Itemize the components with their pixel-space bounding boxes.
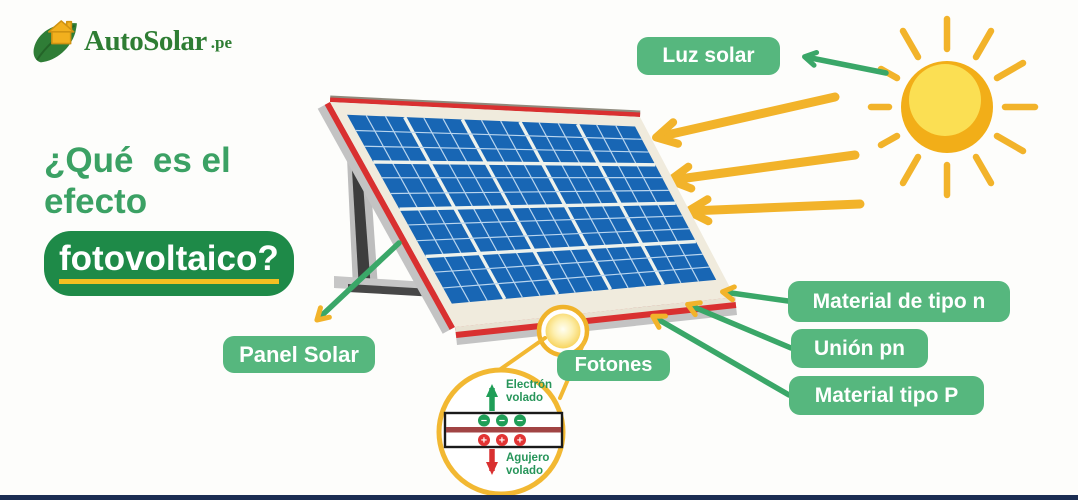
label-electron-volado: Electrón volado — [506, 379, 553, 404]
title-highlight-pill: fotovoltaico? — [44, 231, 294, 296]
brand-tld: .pe — [210, 33, 233, 52]
sun-icon — [867, 15, 1039, 199]
plus-icon: + — [517, 435, 523, 447]
solar-panel — [317, 95, 737, 345]
label-material-p: Material tipo P — [789, 376, 984, 415]
material-p-arrow — [650, 313, 792, 398]
panel-solar-arrow — [314, 240, 402, 323]
footer-bar — [0, 495, 1078, 500]
sunlight-arrows — [652, 92, 865, 226]
electron-charges: − − − — [478, 414, 526, 427]
material-n-arrow — [720, 284, 791, 304]
luz-solar-arrow — [802, 49, 889, 76]
label-agujero-volado: Agujero volado — [506, 452, 550, 477]
minus-icon: − — [517, 415, 523, 427]
label-panel-solar: Panel Solar — [223, 336, 375, 373]
minus-icon: − — [499, 415, 505, 427]
plus-icon: + — [481, 435, 487, 447]
label-union-pn: Unión pn — [791, 329, 928, 368]
pn-junction-band — [446, 427, 561, 433]
hole-charges: + + + — [478, 434, 526, 447]
callout-connectors — [314, 49, 889, 398]
leaf-house-icon — [33, 20, 77, 63]
page-title: ¿Qué es el efecto fotovoltaico? — [44, 140, 294, 296]
pn-junction-inset: − − − + + + — [436, 336, 586, 497]
brand-name: AutoSolar — [84, 25, 207, 57]
title-line-2: efecto — [44, 182, 148, 221]
label-luz-solar: Luz solar — [637, 37, 780, 75]
logo: AutoSolar .pe — [30, 18, 232, 66]
label-material-n: Material de tipo n — [788, 281, 1010, 322]
title-highlight-text: fotovoltaico? — [59, 241, 279, 284]
house-icon — [47, 20, 75, 45]
title-line-1: ¿Qué es el — [44, 141, 231, 180]
union-pn-arrow — [685, 300, 794, 351]
sun-rays — [867, 15, 1039, 199]
plus-icon: + — [499, 435, 505, 447]
minus-icon: − — [481, 415, 487, 427]
label-fotones: Fotones — [557, 350, 670, 381]
